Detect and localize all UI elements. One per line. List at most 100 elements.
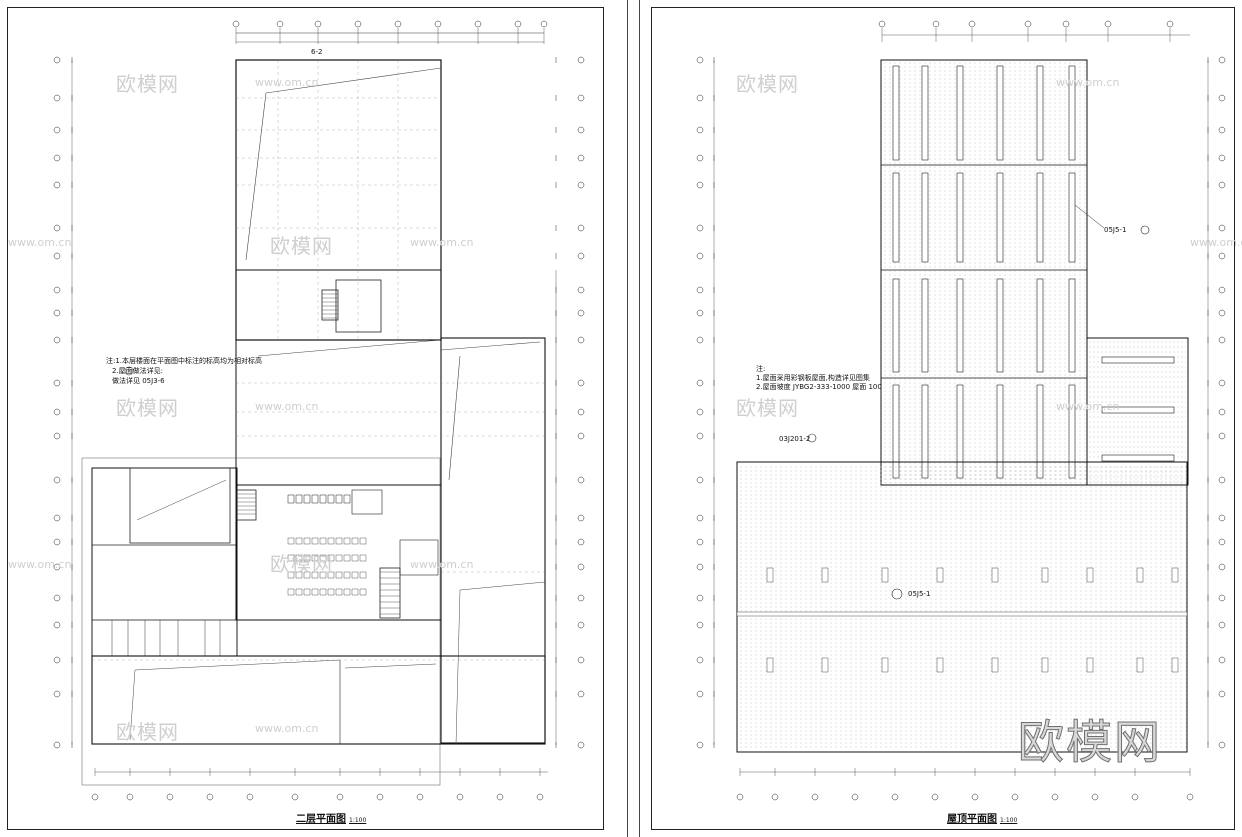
roof-note-line-1: 注: <box>756 365 766 373</box>
axis-bubble <box>577 181 585 189</box>
roof-slope <box>440 341 541 351</box>
title-text: 屋顶平面图 <box>947 814 997 825</box>
axis-bubble <box>1218 309 1226 317</box>
skylight <box>921 384 929 479</box>
axis-bubble <box>696 563 704 571</box>
axis-bubble <box>53 336 61 344</box>
axis-bubble <box>1218 538 1226 546</box>
axis-bubble <box>456 793 464 801</box>
axis-bubble <box>1062 20 1070 28</box>
title-scale: 1:100 <box>349 817 367 824</box>
axis-bubble <box>878 20 886 28</box>
axis-bubble <box>1131 793 1139 801</box>
axis-bubble <box>736 793 744 801</box>
furniture <box>335 494 343 504</box>
roof-slope <box>344 663 437 669</box>
axis-bubble <box>53 56 61 64</box>
desk <box>287 554 295 562</box>
left-wing-room <box>129 467 231 544</box>
slope-marker <box>821 567 829 583</box>
slope-marker <box>1136 657 1144 673</box>
axis-bubble <box>577 476 585 484</box>
second-floor-plan-sheet <box>7 7 604 830</box>
axis-bubble <box>696 538 704 546</box>
site-boundary <box>81 457 441 786</box>
axis-bubble <box>696 181 704 189</box>
furniture <box>287 494 295 504</box>
slope-marker <box>1086 657 1094 673</box>
axis-bubble <box>1218 286 1226 294</box>
axis-bubble <box>416 793 424 801</box>
sheet-divider <box>627 0 628 837</box>
axis-bubble <box>1218 224 1226 232</box>
axis-bubble <box>1051 793 1059 801</box>
axis-bubble <box>53 408 61 416</box>
desk <box>343 554 351 562</box>
desk <box>343 537 351 545</box>
axis-bubble <box>577 94 585 102</box>
detail-callout <box>807 433 817 443</box>
desk <box>359 588 367 596</box>
slope-marker <box>1171 657 1179 673</box>
slope-marker <box>881 567 889 583</box>
desk <box>327 571 335 579</box>
axis-bubble <box>577 690 585 698</box>
skylight <box>1036 384 1044 479</box>
slope-marker <box>821 657 829 673</box>
axis-bubble <box>1218 432 1226 440</box>
roof-slope <box>136 479 227 521</box>
desk <box>311 571 319 579</box>
axis-bubble <box>1218 154 1226 162</box>
skylight <box>1068 65 1076 161</box>
desk <box>351 588 359 596</box>
axis-bubble <box>53 94 61 102</box>
desk <box>311 588 319 596</box>
axis-bubble <box>474 20 482 28</box>
axis-bubble <box>1218 621 1226 629</box>
desk <box>327 554 335 562</box>
axis-bubble <box>394 20 402 28</box>
slope-marker <box>936 567 944 583</box>
furniture <box>295 494 303 504</box>
slope-marker <box>1041 567 1049 583</box>
axis-bubble <box>696 379 704 387</box>
roof-slope <box>455 589 461 745</box>
skylight-horizontal <box>1101 454 1175 462</box>
desk <box>327 537 335 545</box>
detail-callout <box>891 588 903 600</box>
axis-bubble <box>1218 181 1226 189</box>
slope-marker <box>1136 567 1144 583</box>
roof-tall-outline <box>880 59 1088 486</box>
skylight <box>921 65 929 161</box>
axis-bubble <box>696 309 704 317</box>
axis-bubble <box>968 20 976 28</box>
slope-marker <box>766 657 774 673</box>
desk <box>295 554 303 562</box>
axis-bubble <box>577 408 585 416</box>
desk <box>359 571 367 579</box>
axis-bubble <box>1218 94 1226 102</box>
skylight <box>921 278 929 373</box>
roof-slope <box>257 339 441 357</box>
axis-bubble <box>696 286 704 294</box>
axis-bubble <box>577 538 585 546</box>
leader-line <box>1074 204 1105 229</box>
desk <box>311 537 319 545</box>
desk <box>319 571 327 579</box>
floor-note-line-3: 做法详见 05J3-6 <box>112 377 165 385</box>
left-wing-outline <box>91 467 238 657</box>
axis-bubble <box>696 656 704 664</box>
axis-bubble <box>53 690 61 698</box>
desk <box>351 537 359 545</box>
desk <box>335 588 343 596</box>
axis-bubble <box>577 224 585 232</box>
axis-bubble <box>232 20 240 28</box>
axis-bubble <box>53 252 61 260</box>
skylight-horizontal <box>1101 406 1175 414</box>
axis-bubble <box>1218 594 1226 602</box>
roof-slope <box>459 581 546 591</box>
axis-bubble <box>1091 793 1099 801</box>
roof-callout-2: 05J5-1 <box>908 590 931 598</box>
